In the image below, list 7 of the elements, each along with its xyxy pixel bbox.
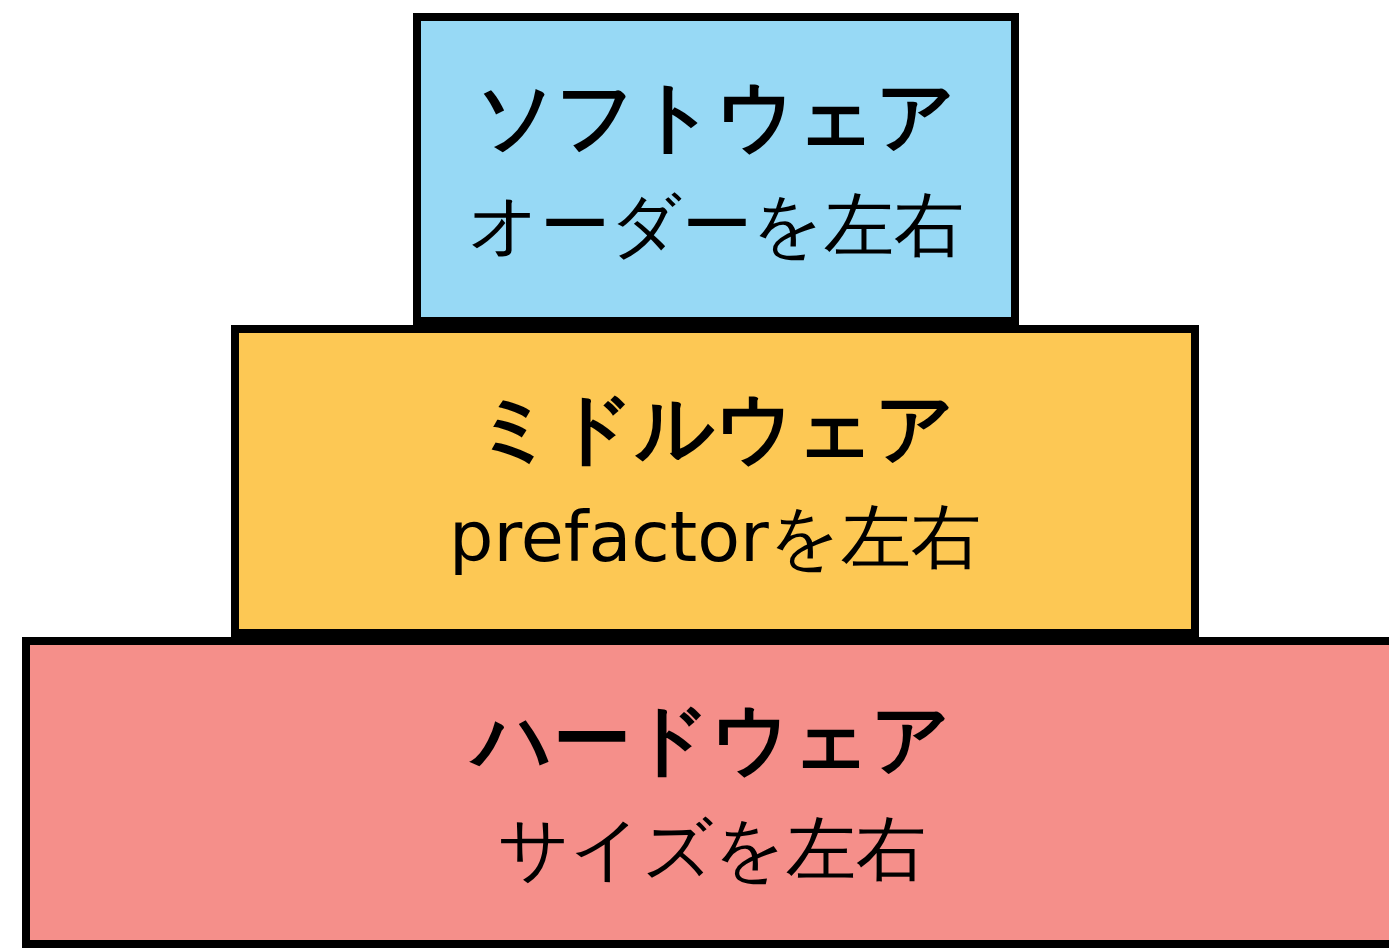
layer-title: ソフトウェア: [476, 73, 956, 160]
layer-box: [413, 13, 1019, 325]
layer-description: prefactorを左右: [449, 499, 981, 577]
layer-title: ミドルウェア: [475, 385, 955, 472]
layer-box: [22, 637, 1389, 948]
layer-description: サイズを左右: [498, 810, 926, 888]
layer-description: オーダーを左右: [468, 187, 964, 265]
